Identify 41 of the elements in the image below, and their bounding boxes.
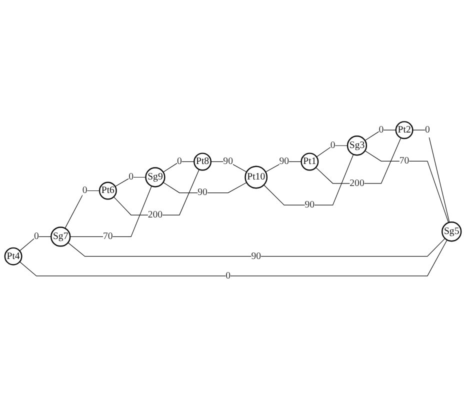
connector	[70, 186, 152, 237]
connector	[68, 238, 446, 257]
connector	[113, 169, 200, 216]
node-circle: Pt8	[194, 152, 212, 171]
edge-label: 70	[399, 156, 410, 166]
node-circle: Pt2	[395, 121, 414, 140]
node-circle: Sg7	[50, 226, 71, 247]
connector	[114, 176, 146, 187]
edge-label: 0	[226, 270, 231, 281]
edge-label: 0	[424, 124, 430, 135]
connector	[316, 137, 402, 184]
edge-label: 0	[128, 172, 134, 182]
connector	[162, 182, 247, 194]
node-circle: Sg5	[442, 222, 462, 242]
edge-label: 0	[82, 185, 88, 196]
node-circle: Sg9	[145, 167, 166, 188]
edge-label: 90	[304, 200, 315, 210]
connector	[64, 190, 100, 229]
edge-label: 0	[330, 140, 336, 151]
connector	[412, 130, 450, 223]
edge-label: 90	[223, 156, 233, 167]
edge-label: 90	[279, 156, 290, 167]
edge-label: 0	[378, 124, 384, 135]
node-circle: Pt10	[244, 166, 268, 189]
edge-label: 90	[251, 250, 262, 262]
connector	[162, 161, 194, 172]
edge-label: 0	[176, 156, 182, 167]
edge-label: 70	[103, 231, 113, 242]
node-circle: Sg3	[346, 136, 368, 156]
connector	[19, 236, 52, 252]
node-circle: Pt1	[300, 152, 319, 171]
edge-label: 0	[34, 231, 39, 242]
connector	[316, 145, 348, 158]
connector	[364, 130, 396, 141]
node-circle: Pt4	[4, 247, 22, 266]
edge-label: 90	[198, 187, 208, 198]
connector	[364, 150, 449, 223]
edge-label: 200	[148, 209, 163, 220]
node-circle: Pt6	[98, 182, 117, 200]
edge-label: 200	[350, 178, 364, 188]
connector	[19, 240, 448, 276]
